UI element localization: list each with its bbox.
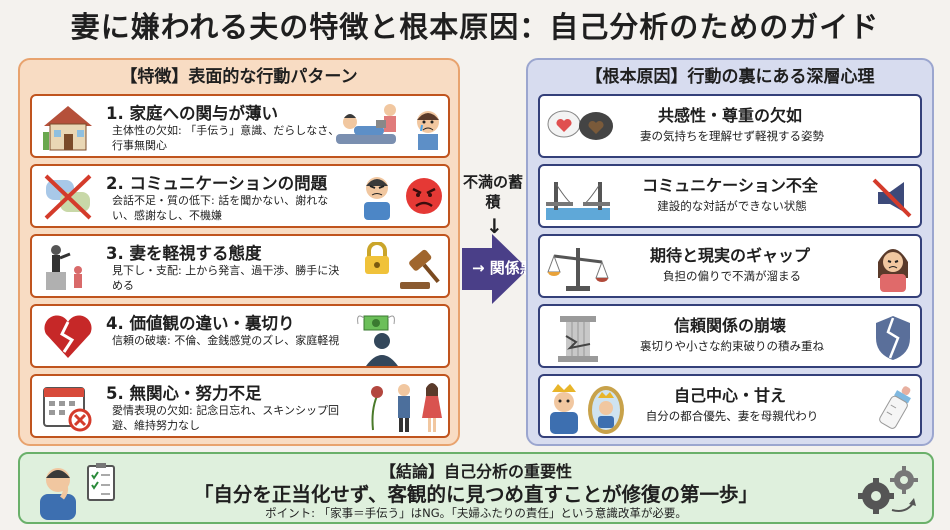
feature-desc-1: 主体性の欠如: 「手伝う」意識、だらしなさ、行事無関心: [112, 124, 340, 152]
feature-desc-2: 会話不足・質の低下: 話を聞かない、謝れない、感謝なし、不機嫌: [112, 194, 329, 222]
feature-title-4: 4. 価値観の違い・裏切り: [106, 314, 295, 333]
root-causes-heading: 【根本原因】行動の裏にある深層心理: [585, 67, 875, 87]
feature-card-4: 4. 価値観の違い・裏切り 信頼の破壊: 不倫、金銭感覚のズレ、家庭軽視: [30, 304, 450, 368]
gavel-icon: [400, 249, 440, 289]
cause-desc-5: 自分の都合優先、妻を母親代わり: [645, 409, 819, 423]
cause-card-5: 自己中心・甘え 自分の都合優先、妻を母親代わり: [538, 374, 922, 438]
cause-title-5: 自己中心・甘え: [673, 386, 786, 405]
cause-desc-4: 裏切りや小さな約束破りの積み重ね: [640, 339, 824, 353]
cause-card-2: コミュニケーション不全 建設的な対話ができない状態: [538, 164, 922, 228]
flying-money-icon: [357, 315, 395, 331]
heart-bubble-icon: [547, 110, 613, 140]
feature-desc-5: 愛情表現の欠如: 記念日忘れ、スキンシップ回避、維持努力なし: [112, 404, 339, 432]
features-panel: 【特徴】表面的な行動パターン 1. 家庭への関与が薄い 主体性の欠如: 「手伝う…: [18, 58, 460, 446]
cause-card-3: 期待と現実のギャップ 負担の偏りで不満が溜まる: [538, 234, 922, 298]
cause-title-2: コミュニケーション不全: [642, 176, 818, 195]
no-chat-icon: [44, 174, 92, 220]
down-arrow-icon: ↓: [486, 214, 503, 238]
cause-desc-2: 建設的な対話ができない状態: [657, 199, 807, 213]
conclusion-heading: 【結論】自己分析の重要性: [379, 462, 572, 481]
conclusion-panel: 【結論】自己分析の重要性 「自分を正当化せず、客観的に見つめ直すことが修復の第一…: [18, 452, 934, 524]
calendar-x-icon: [43, 387, 92, 432]
cause-card-4: 信頼関係の崩壊 裏切りや小さな約束破りの積み重ね: [538, 304, 922, 368]
feature-card-2: 2. コミュニケーションの問題 会話不足・質の低下: 話を聞かない、謝れない、感…: [30, 164, 450, 228]
root-causes-panel: 【根本原因】行動の裏にある深層心理 共感性・尊重の欠如 妻の気持ちを理解せず軽視…: [526, 58, 934, 446]
feature-card-3: 3. 妻を軽視する態度 見下し・支配: 上から発言、過干渉、勝手に決める: [30, 234, 450, 298]
feature-card-1: 1. 家庭への関与が薄い 主体性の欠如: 「手伝う」意識、だらしなさ、行事無関心: [30, 94, 450, 158]
cause-title-1: 共感性・尊重の欠如: [657, 106, 802, 125]
cause-title-4: 信頼関係の崩壊: [673, 316, 786, 335]
baby-bottle-icon: [879, 386, 911, 429]
page-title: 妻に嫌われる夫の特徴と根本原因：自己分析のためのガイド: [70, 10, 880, 44]
broken-heart-icon: [44, 315, 92, 358]
features-heading: 【特徴】表面的な行動パターン: [120, 67, 358, 87]
feature-card-5: 5. 無関心・努力不足 愛情表現の欠如: 記念日忘れ、スキンシップ回避、維持努力…: [30, 374, 450, 438]
feature-title-5: 5. 無関心・努力不足: [106, 384, 262, 403]
king-mirror-icon: [550, 384, 624, 434]
stressed-woman-icon: [878, 249, 908, 292]
cause-desc-3: 負担の偏りで不満が溜まる: [663, 269, 801, 283]
angry-face-icon: [406, 178, 442, 214]
no-megaphone-icon: [872, 178, 912, 218]
feature-title-3: 3. 妻を軽視する態度: [106, 244, 262, 263]
house-icon: [43, 106, 92, 151]
couple-scene-icon: [336, 104, 439, 150]
cause-title-3: 期待と現実のギャップ: [649, 246, 810, 265]
padlock-icon: [365, 242, 389, 274]
conclusion-point: ポイント: 「家事＝手伝う」はNG。「夫婦ふたりの責任」という意識改革が必要。: [265, 506, 687, 520]
couple-apart-icon: [398, 383, 442, 432]
thinking-man-icon: [40, 463, 115, 520]
cause-card-1: 共感性・尊重の欠如 妻の気持ちを理解せず軽視する姿勢: [538, 94, 922, 158]
balance-scale-icon: [547, 248, 609, 291]
gears-icon: [858, 466, 918, 514]
feature-desc-4: 信頼の破壊: 不倫、金銭感覚のズレ、家庭軽視: [112, 334, 340, 347]
angry-man-icon: [364, 177, 390, 220]
wilted-flower-icon: [371, 386, 383, 431]
broken-bridge-icon: [546, 182, 610, 220]
cause-desc-1: 妻の気持ちを理解せず軽視する姿勢: [640, 129, 824, 143]
feature-title-2: 2. コミュニケーションの問題: [106, 174, 328, 193]
podium-icon: [46, 245, 82, 290]
relationship-arrow: [462, 234, 528, 304]
feature-title-1: 1. 家庭への関与が薄い: [106, 104, 278, 123]
cracked-shield-icon: [876, 316, 910, 360]
feature-desc-3: 見下し・支配: 上から発言、過干渉、勝手に決める: [112, 264, 340, 292]
person-silhouette-icon: [366, 333, 398, 366]
conclusion-main: 「自分を正当化せず、客観的に見つめ直すことが修復の第一歩」: [193, 483, 759, 506]
accumulation-label: 不満の蓄積: [462, 173, 523, 211]
broken-pillar-icon: [558, 316, 598, 362]
